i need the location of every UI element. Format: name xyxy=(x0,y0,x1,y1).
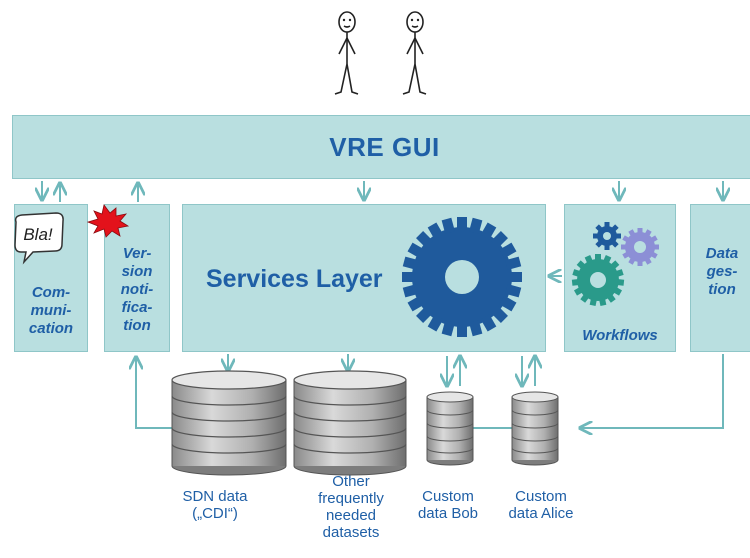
gui-arrows xyxy=(42,181,723,428)
database-other-icon xyxy=(293,370,407,476)
speech-bubble xyxy=(14,212,64,265)
user-figure-right xyxy=(402,11,427,95)
notification-burst-icon xyxy=(86,204,130,238)
workflow-gear-lavender-icon xyxy=(621,228,659,266)
data-ingestion-box[interactable] xyxy=(690,204,750,352)
db-label-alice: Custom data Alice xyxy=(508,488,574,522)
db-label-other: Other frequently needed datasets xyxy=(318,473,384,541)
workflows-label: Workflows xyxy=(582,327,658,344)
database-sdn-icon xyxy=(171,370,287,476)
services-layer-label: Services Layer xyxy=(206,265,383,293)
data-ingestion-label: Data ges- tion xyxy=(705,245,739,298)
database-bob-icon xyxy=(426,391,474,466)
services-gear-icon xyxy=(402,217,522,337)
vre-gui-title: VRE GUI xyxy=(329,132,440,162)
workflow-gear-small-icon xyxy=(593,222,621,250)
db-label-bob: Custom data Bob xyxy=(417,488,479,522)
db-label-sdn: SDN data („CDI“) xyxy=(182,488,248,522)
version-notification-label: Ver- sion noti- fica- tion xyxy=(120,245,154,334)
database-alice-icon xyxy=(511,391,559,466)
communication-label: Com- muni- cation xyxy=(28,284,74,337)
vre-gui-bar[interactable]: VRE GUI xyxy=(12,115,750,179)
workflow-gear-teal-icon xyxy=(571,254,625,307)
speech-bubble-text: Bla! xyxy=(23,225,53,244)
user-figure-left xyxy=(334,11,359,95)
